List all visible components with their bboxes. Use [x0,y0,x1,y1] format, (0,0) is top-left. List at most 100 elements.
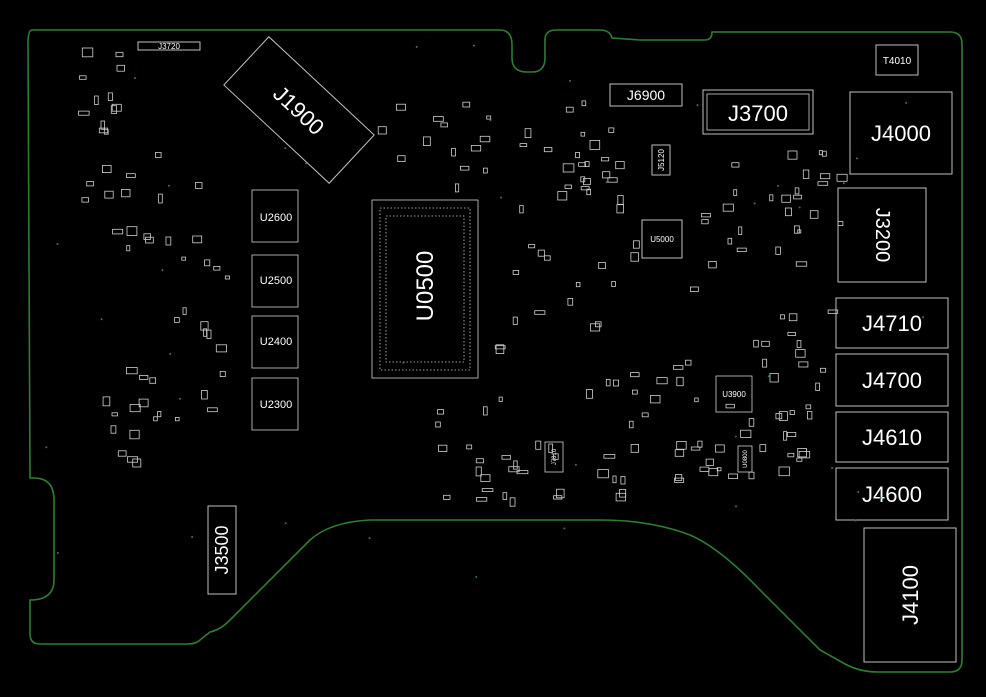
j4600-label: J4600 [862,482,922,507]
test-point [842,182,845,185]
smd-footprint [601,157,610,162]
test-point [569,79,571,82]
smd-footprint [762,358,768,368]
smd-footprint [797,447,807,458]
u0800-label: U0800 [743,450,749,468]
smd-footprint [482,406,488,416]
smd-footprint [787,452,795,458]
smd-footprint [787,431,797,437]
smd-footprint [110,105,118,114]
smd-footprint [480,474,491,482]
smd-footprint [165,236,172,246]
test-point [856,157,858,160]
smd-footprint [676,376,684,387]
smd-footprint [820,367,827,373]
smd-footprint [132,458,142,468]
smd-footprint [575,281,581,288]
smd-footprint [454,183,460,193]
smd-footprint [395,103,406,111]
smd-footprint [728,473,738,479]
smd-footprint [438,444,448,452]
j4000-footprint [849,91,953,175]
test-point [798,206,801,209]
test-point [886,129,888,132]
smd-footprint [656,377,668,385]
smd-footprint [204,259,211,267]
t4010-label: T4010 [883,56,912,67]
j4700-label: J4700 [862,368,922,393]
smd-footprint [544,255,551,261]
test-point [368,537,371,540]
smd-footprint [580,131,586,137]
smd-footprint [201,389,208,400]
test-point [854,519,857,522]
smd-footprint [798,361,809,368]
test-point [777,185,780,187]
smd-footprint [129,429,140,440]
test-point [574,463,577,466]
test-point [605,181,608,184]
j3500-label: J3500 [212,525,232,574]
smd-footprint [673,365,684,370]
smd-footprint [748,418,755,427]
smd-footprint [608,127,615,133]
u3900-label: U3900 [722,390,746,399]
smd-footprint [759,444,767,452]
smd-footprint [174,416,180,422]
smd-footprint [690,286,699,292]
smd-footprint [584,161,590,168]
test-point [305,162,307,165]
test-point [767,375,770,378]
smd-footprint [603,454,616,459]
smd-footprint [589,139,601,150]
smd-footprint [129,403,141,413]
smd-footprint [630,372,640,378]
smd-footprint [494,345,506,350]
smd-footprint [837,221,844,226]
smd-footprint [632,389,638,395]
smd-footprint [611,281,616,287]
smd-footprint [565,106,574,113]
test-point [753,202,756,205]
smd-footprint [807,411,813,420]
smd-footprint [697,440,703,448]
smd-footprint [94,95,99,106]
smd-footprint [476,497,488,502]
j3200-label: J3200 [871,208,893,263]
smd-footprint [174,317,180,323]
test-point [879,496,882,499]
smd-footprint [612,475,617,484]
smd-footprint [528,244,536,249]
j5120-label: J5120 [657,149,666,171]
test-point [169,352,172,355]
smd-footprint [583,178,591,186]
test-point [415,45,418,48]
smd-footprint [733,189,738,196]
smd-footprint [676,440,687,450]
j3720-footprint [137,41,201,51]
smd-footprint [575,151,580,159]
smd-footprint [722,203,734,212]
smd-footprint [629,420,634,429]
smd-footprint [775,412,783,420]
test-point [831,467,834,469]
smd-footprint [102,164,112,173]
smd-footprint [115,51,124,58]
smd-footprint [797,229,802,234]
test-point [134,77,136,79]
smd-footprint [440,122,448,128]
smd-footprint [462,101,471,108]
smd-footprint [716,467,722,472]
smd-footprint [103,129,109,135]
smd-footprint [615,492,626,502]
j1900-connector: J1900 [223,36,375,184]
smd-footprint [111,412,118,417]
test-point [473,44,475,47]
smd-footprint [650,394,661,404]
smd-footprint [809,210,819,219]
smd-footprint [111,103,122,112]
smd-footprint [470,145,482,152]
smd-footprint [556,488,565,499]
smd-footprint [616,204,625,214]
smd-footprint [126,367,138,375]
